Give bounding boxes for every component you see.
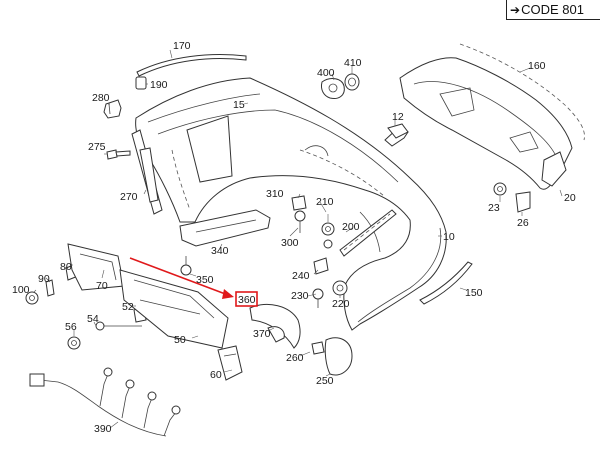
- label-280: 280: [92, 92, 110, 104]
- leader-lines: [33, 49, 563, 429]
- label-170: 170: [173, 40, 191, 52]
- part-56-nut[interactable]: [67, 336, 81, 350]
- arrow-right-icon: ➔: [510, 3, 521, 17]
- label-220: 220: [332, 298, 350, 310]
- code-text: CODE 801: [521, 2, 584, 17]
- part-250-cap[interactable]: [324, 337, 353, 376]
- part-230-screw[interactable]: [312, 288, 324, 308]
- label-26: 26: [517, 217, 529, 229]
- label-230: 230: [291, 290, 309, 302]
- part-150-trim-strip[interactable]: [419, 261, 473, 305]
- label-70: 70: [96, 280, 108, 292]
- label-370: 370: [253, 328, 271, 340]
- part-190-clip[interactable]: [135, 76, 147, 90]
- label-15: 15: [233, 99, 245, 111]
- label-275: 275: [88, 141, 106, 153]
- part-270-side-bracket[interactable]: [131, 129, 163, 215]
- part-200-reflector-strip[interactable]: [339, 209, 397, 257]
- part-15-bumper-cover[interactable]: [135, 77, 447, 331]
- part-220-washer[interactable]: [332, 280, 348, 296]
- label-20: 20: [564, 192, 576, 204]
- label-160: 160: [528, 60, 546, 72]
- code-801-label: ➔CODE 801: [506, 0, 600, 20]
- part-26-bracket[interactable]: [515, 191, 531, 213]
- label-52: 52: [122, 301, 134, 313]
- part-20-bracket[interactable]: [541, 151, 567, 187]
- part-60-bracket[interactable]: [217, 345, 243, 381]
- label-90: 90: [38, 273, 50, 285]
- label-23: 23: [488, 202, 500, 214]
- label-410: 410: [344, 57, 362, 69]
- label-310: 310: [266, 188, 284, 200]
- label-200: 200: [342, 221, 360, 233]
- label-260: 260: [286, 352, 304, 364]
- part-340-bracket[interactable]: [179, 209, 271, 247]
- label-390: 390: [94, 423, 112, 435]
- part-310-clip[interactable]: [291, 195, 307, 211]
- part-275-screw[interactable]: [106, 149, 131, 160]
- part-210-washer[interactable]: [321, 222, 335, 249]
- label-100: 100: [12, 284, 30, 296]
- part-100-nut[interactable]: [25, 291, 39, 305]
- label-250: 250: [316, 375, 334, 387]
- label-150: 150: [465, 287, 483, 299]
- label-240: 240: [292, 270, 310, 282]
- label-400: 400: [317, 67, 335, 79]
- label-210: 210: [316, 196, 334, 208]
- label-360: 360: [238, 294, 256, 306]
- label-10: 10: [443, 231, 455, 243]
- callout-labels: 170 190 280 15 400 410 160 275 12 270 31…: [12, 40, 576, 435]
- highlight-arrow: [129, 257, 234, 299]
- part-12-clip[interactable]: [387, 123, 409, 139]
- label-270: 270: [120, 191, 138, 203]
- part-370-cover[interactable]: [267, 326, 285, 343]
- part-10-bumper[interactable]: [357, 227, 442, 323]
- part-160-diffuser[interactable]: [399, 43, 585, 190]
- label-50: 50: [174, 334, 186, 346]
- highlight-box-360: [235, 291, 258, 307]
- label-80: 80: [60, 261, 72, 273]
- label-60: 60: [210, 369, 222, 381]
- part-350-screw[interactable]: [180, 256, 192, 276]
- part-54-bolt[interactable]: [95, 321, 142, 331]
- label-190: 190: [150, 79, 168, 91]
- label-54: 54: [87, 313, 99, 325]
- part-50-impact-absorber[interactable]: [119, 269, 229, 349]
- label-350: 350: [196, 274, 214, 286]
- part-240-clip[interactable]: [313, 257, 329, 275]
- part-300-screw[interactable]: [294, 210, 306, 233]
- part-23-nut[interactable]: [493, 182, 507, 196]
- part-260-clip[interactable]: [311, 341, 325, 355]
- label-340: 340: [211, 245, 229, 257]
- part-170-strip[interactable]: [136, 54, 247, 77]
- part-410-ring[interactable]: [344, 73, 360, 91]
- label-300: 300: [281, 237, 299, 249]
- part-390-wiring-harness[interactable]: [29, 367, 181, 437]
- part-90-bolt[interactable]: [45, 279, 55, 297]
- part-70-absorber[interactable]: [67, 243, 125, 291]
- part-280-bracket[interactable]: [103, 99, 122, 119]
- label-12: 12: [392, 111, 404, 123]
- part-400-sensor[interactable]: [321, 78, 345, 99]
- label-56: 56: [65, 321, 77, 333]
